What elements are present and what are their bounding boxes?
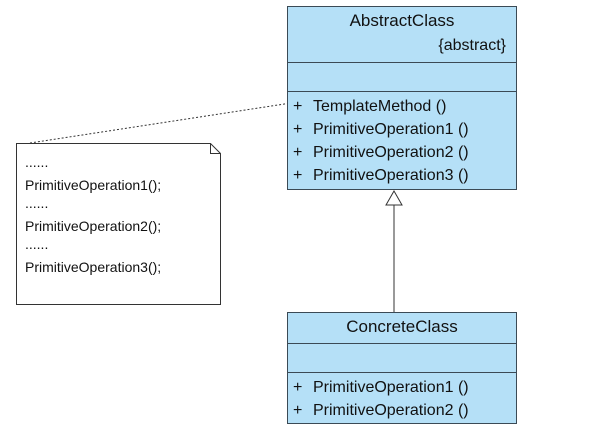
note-anchor-dotted-line [29, 102, 292, 144]
operation-label: PrimitiveOperation3 () [313, 167, 469, 184]
note-line: ...... [25, 154, 49, 170]
operation-row: + PrimitiveOperation2 () [288, 399, 516, 422]
abstract-class-name-compartment: AbstractClass {abstract} [288, 7, 516, 62]
abstract-class-attributes-compartment [288, 62, 516, 91]
operation-row: + TemplateMethod () [288, 95, 516, 118]
operation-row: + PrimitiveOperation1 () [288, 376, 516, 399]
note-line: PrimitiveOperation1(); [25, 177, 162, 193]
visibility-marker: + [293, 144, 303, 161]
note-text: ...... PrimitiveOperation1(); ...... Pri… [25, 155, 161, 278]
generalization-arrowhead [385, 189, 403, 206]
concrete-class-operations-compartment: + PrimitiveOperation1 () + PrimitiveOperat… [288, 372, 516, 423]
visibility-marker: + [293, 379, 303, 396]
operation-label: PrimitiveOperation2 () [313, 144, 469, 161]
concrete-class-attributes-compartment [288, 343, 516, 372]
operation-row: + PrimitiveOperation2 () [288, 141, 516, 164]
note-box[interactable]: ...... PrimitiveOperation1(); ...... Pri… [16, 143, 221, 305]
abstract-class-stereotype: {abstract} [438, 37, 506, 54]
operation-label: TemplateMethod () [313, 98, 447, 115]
visibility-marker: + [293, 167, 303, 184]
abstract-class-box[interactable]: AbstractClass {abstract} + TemplateMethod… [287, 6, 517, 190]
operation-label: PrimitiveOperation1 () [313, 379, 469, 396]
concrete-class-box[interactable]: ConcreteClass + PrimitiveOperation1 () + P… [287, 312, 517, 424]
operation-row: + PrimitiveOperation3 () [288, 164, 516, 187]
visibility-marker: + [293, 98, 303, 115]
concrete-class-name: ConcreteClass [346, 317, 458, 336]
operation-row: + PrimitiveOperation1 () [288, 118, 516, 141]
note-line: PrimitiveOperation3(); [25, 259, 162, 275]
visibility-marker: + [293, 402, 303, 419]
operation-label: PrimitiveOperation1 () [313, 121, 469, 138]
note-shape [16, 143, 221, 305]
visibility-marker: + [293, 121, 303, 138]
note-folded-corner [210, 143, 221, 154]
note-line: PrimitiveOperation2(); [25, 218, 162, 234]
operation-label: PrimitiveOperation2 () [313, 402, 469, 419]
note-line: ...... [25, 195, 49, 211]
note-line: ...... [25, 236, 49, 252]
abstract-class-operations-compartment: + TemplateMethod () + PrimitiveOperation1 … [288, 91, 516, 189]
abstract-class-name: AbstractClass [349, 11, 455, 30]
concrete-class-name-compartment: ConcreteClass [288, 313, 516, 343]
